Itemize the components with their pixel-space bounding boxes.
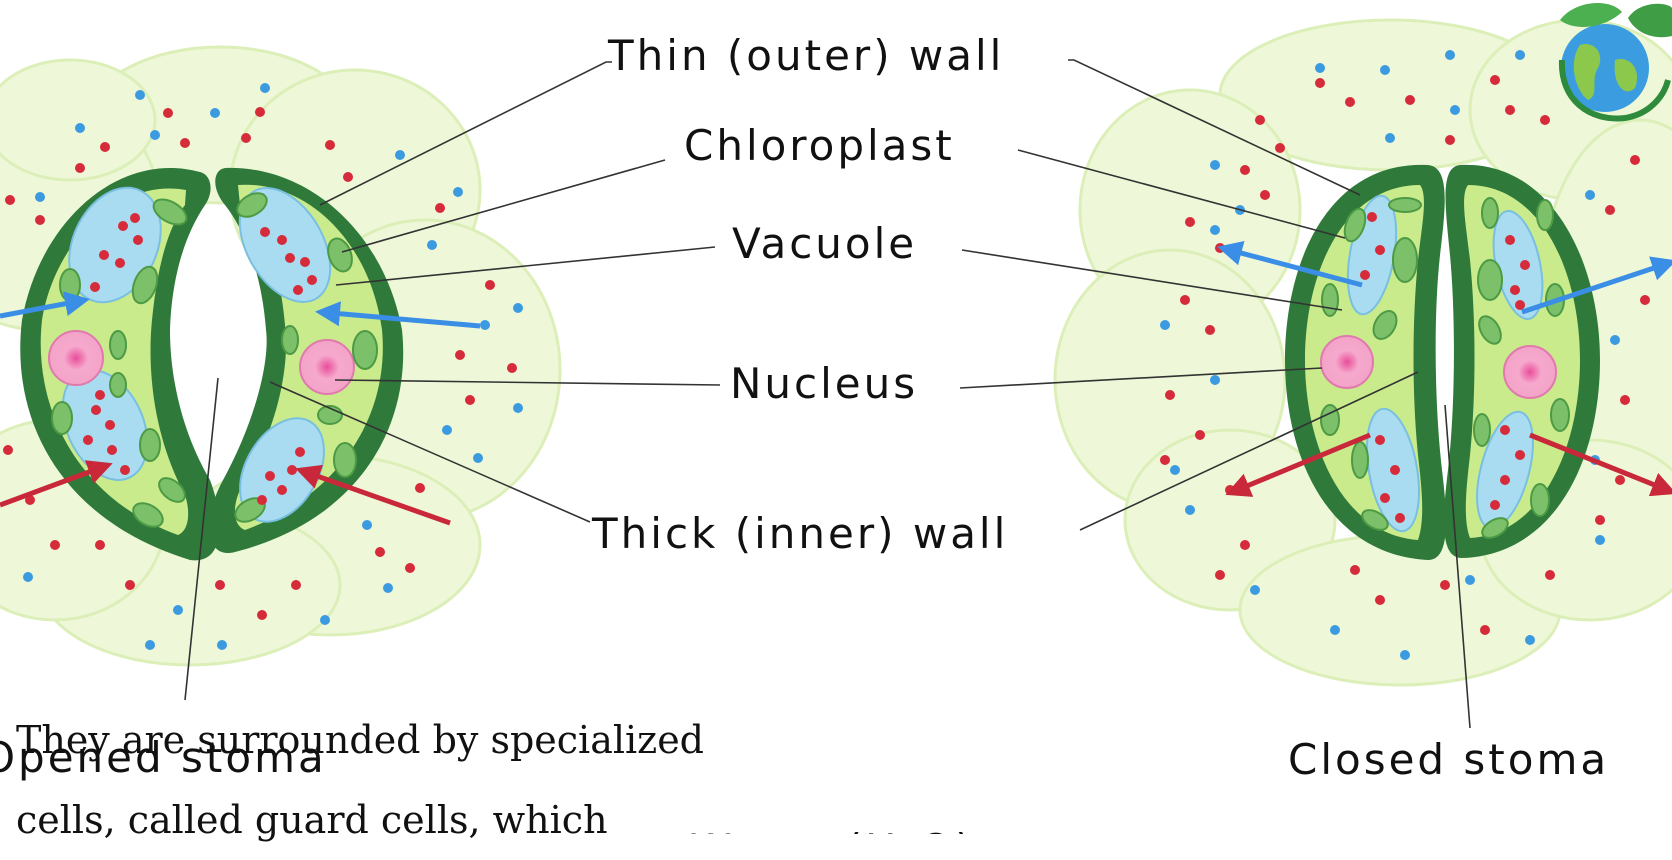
label-nucleus: Nucleus (730, 359, 918, 408)
caption-line-1: They are surrounded by specialized (16, 718, 705, 762)
guard-cell-right-closed (1443, 164, 1600, 558)
ion-out-arrow-left (1225, 432, 1371, 497)
label-closed-stoma: Closed stoma (1288, 735, 1609, 784)
water-in-arrow-left (0, 291, 90, 319)
ion-out-arrow-right (1529, 432, 1672, 497)
closed-stoma-diagram (1053, 18, 1672, 687)
label-thin-outer-wall: Thin (outer) wall (607, 31, 1004, 80)
ion-in-arrow-right (295, 464, 451, 526)
label-chloroplast: Chloroplast (684, 121, 955, 170)
ions-red (3, 107, 517, 620)
label-thick-inner-wall: Thick (inner) wall (591, 509, 1008, 558)
ions-blue (1160, 50, 1620, 660)
stoma-diagram: Thin (outer) wall Chloroplast Vacuole Nu… (0, 2, 1672, 834)
water-in-arrow-right (315, 301, 481, 329)
water-out-arrow-right (1521, 256, 1672, 315)
guard-cell-right-open (209, 167, 404, 554)
ions-blue (23, 83, 523, 650)
ions-red (1160, 75, 1650, 635)
guard-cell-left-open (20, 167, 220, 561)
label-water: Water (H₂O) (690, 825, 975, 834)
label-opened-stoma: Opened stoma (0, 733, 327, 782)
label-vacuole: Vacuole (732, 219, 917, 268)
water-out-arrow-left (1217, 241, 1363, 288)
ion-in-arrow-left (0, 460, 113, 508)
caption-overlay: They are surrounded by specialized cells… (16, 700, 776, 860)
epidermal-cells (0, 45, 562, 667)
leader-lines (184, 59, 1471, 729)
earth-leaf-logo (1558, 2, 1672, 122)
caption-line-2: cells, called guard cells, which (16, 798, 608, 842)
opened-stoma-diagram (0, 45, 562, 667)
